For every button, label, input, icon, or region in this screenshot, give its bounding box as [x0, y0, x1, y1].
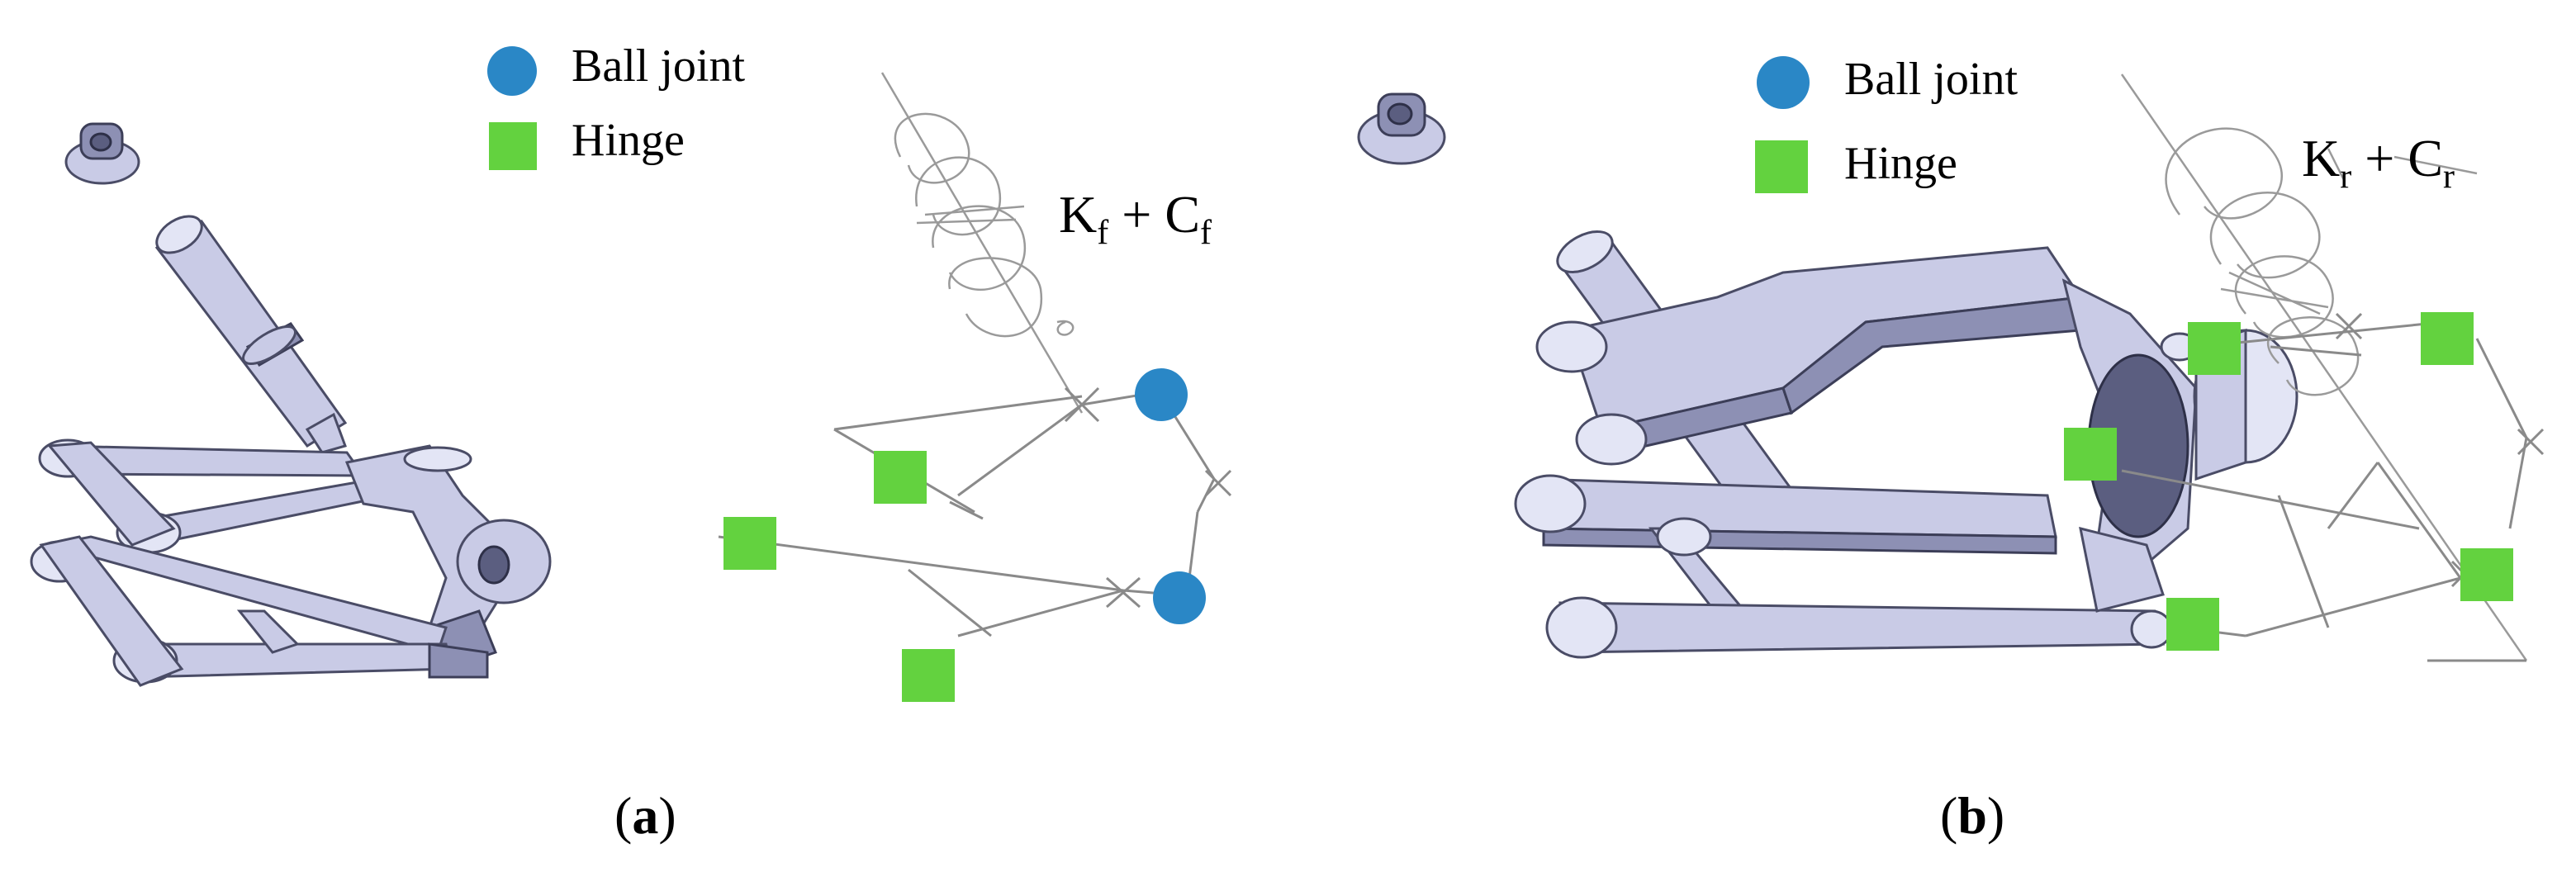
hinge-upper-right: [2421, 312, 2474, 365]
hinge-lower-arm: [2064, 428, 2117, 481]
damper-strut-part: [154, 215, 348, 454]
ball-joint-lower: [1153, 571, 1206, 624]
rear-suspension-cad-model: [1357, 92, 2298, 659]
lower-a-arm-part: [30, 535, 489, 687]
hinge-upright: [2460, 548, 2513, 601]
panel-b-caption: (b): [1940, 789, 2004, 842]
rear-suspension-schematic: [2064, 73, 2545, 662]
front-suspension-schematic: [718, 72, 1232, 702]
spring-damper-coil: [880, 72, 1084, 414]
plus-sign: +: [1108, 185, 1165, 244]
rocker-arm-part: [1535, 246, 2083, 466]
panel-a-figure: [30, 46, 1232, 702]
caption-letter: b: [1957, 786, 1987, 845]
hinge-legend-label: Hinge: [1844, 138, 1957, 189]
ball-joint-upper: [1135, 368, 1188, 421]
hinge-lower-arm-rear: [902, 649, 955, 702]
caption-open-paren: (: [614, 786, 633, 845]
caption-open-paren: (: [1940, 786, 1958, 845]
panel-a-caption: (a): [614, 789, 676, 842]
ball-joint-legend-label: Ball joint: [1844, 54, 2018, 105]
lower-arm-links: [718, 469, 1232, 637]
damping-symbol: C: [1165, 185, 1200, 244]
stiffness-symbol: K: [1059, 185, 1098, 244]
damping-subscript: r: [2443, 158, 2455, 196]
hinge-legend-label: Hinge: [572, 115, 685, 166]
panel-b: Ball joint Hinge Kr + Cr (b): [1288, 0, 2576, 872]
caption-close-paren: ): [1986, 786, 2005, 845]
floating-bolt-part: [64, 122, 140, 185]
front-suspension-cad-model: [30, 122, 552, 687]
hinge-upper-arm: [874, 451, 927, 504]
stiffness-subscript: r: [2340, 158, 2352, 196]
spring-damper-label-front: Kf + Cf: [1059, 185, 1212, 252]
stiffness-symbol: K: [2302, 129, 2341, 187]
ball-joint-legend-label: Ball joint: [572, 40, 745, 92]
stiffness-subscript: f: [1097, 214, 1109, 252]
panel-a: Ball joint Hinge Kf + Cf (a): [30, 40, 1232, 842]
upper-a-arm-part: [38, 438, 369, 554]
ball-joint-legend-icon: [487, 46, 537, 96]
caption-close-paren: ): [658, 786, 676, 845]
floating-bolt-part: [1357, 92, 1446, 165]
hinge-lower-arm-front: [723, 517, 776, 570]
ball-joint-legend-icon: [1757, 56, 1810, 109]
hinge-rear-link: [2166, 598, 2219, 651]
damping-symbol: C: [2408, 129, 2443, 187]
plus-sign: +: [2351, 129, 2408, 187]
spring-damper-label-rear: Kr + Cr: [2302, 129, 2455, 196]
panel-b-figure: [1357, 56, 2545, 662]
hinge-legend-icon: [1755, 140, 1808, 193]
hinge-upper-left: [2188, 322, 2241, 375]
lower-links-part: [1514, 474, 2173, 659]
damping-subscript: f: [1200, 214, 1212, 252]
caption-letter: a: [632, 786, 659, 845]
hinge-legend-icon: [489, 122, 537, 170]
